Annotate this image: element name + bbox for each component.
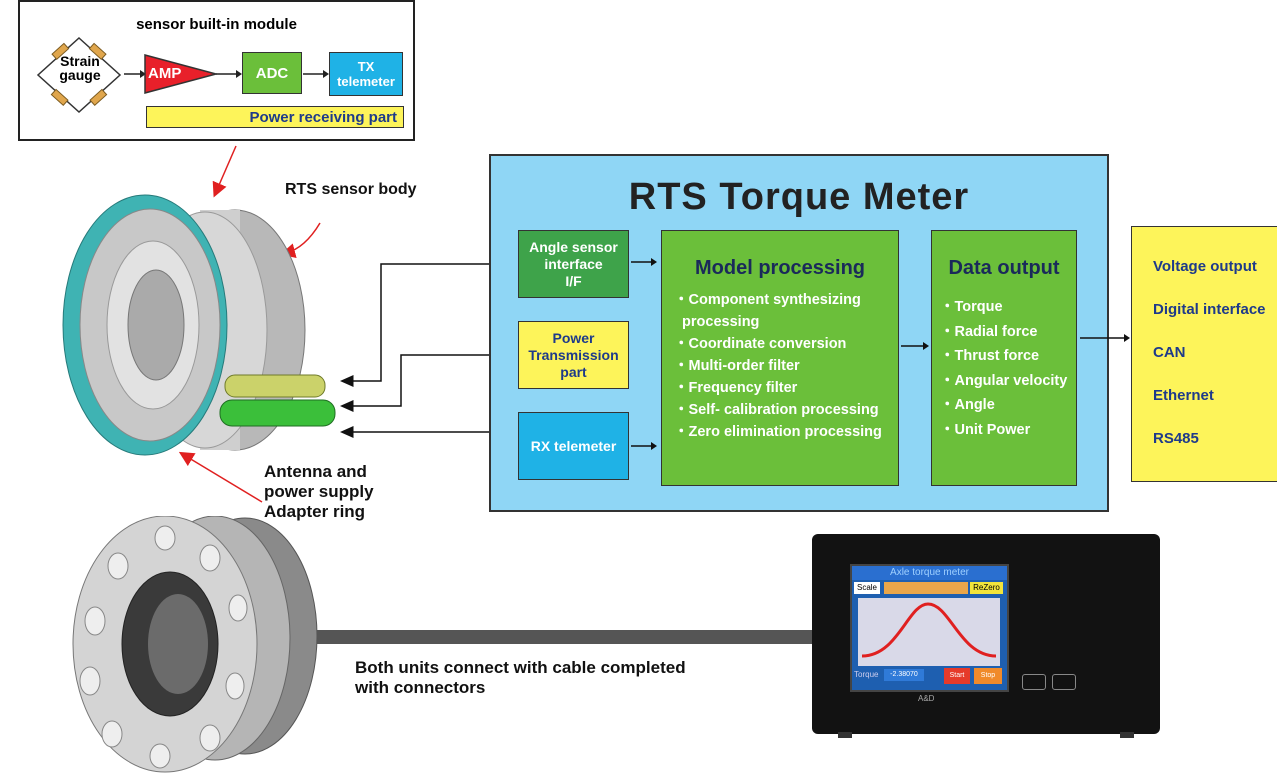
- list-item: ・Coordinate conversion: [674, 336, 847, 352]
- list-item: ・Self- calibration processing: [674, 402, 879, 418]
- tx-telemeter-block: TX telemeter: [329, 52, 403, 96]
- angle-sensor-block: Angle sensor interface I/F: [518, 230, 629, 298]
- screen-title: Axle torque meter: [852, 566, 1007, 580]
- torque-label: Torque: [854, 670, 879, 679]
- brand-logo: A&D: [918, 694, 935, 703]
- output-item: RS485: [1153, 430, 1199, 447]
- amp-label: AMP: [148, 65, 182, 82]
- module-title: sensor built-in module: [136, 16, 297, 33]
- data-output-list: ・Torque ・Radial force ・Thrust force ・Ang…: [940, 295, 1067, 442]
- data-output-title: Data output: [948, 257, 1060, 279]
- sensor-module-box: sensor built-in module Strain gauge AMP …: [18, 0, 415, 141]
- arrow-icon: [216, 70, 242, 78]
- strain-gauge-label: Strain gauge: [59, 53, 101, 83]
- stop-button[interactable]: Stop: [974, 668, 1002, 684]
- output-item: Voltage output: [1153, 258, 1257, 275]
- data-output-block: Data output ・Torque ・Radial force ・Thrus…: [931, 230, 1077, 486]
- arrow-icon: [631, 442, 657, 450]
- list-item: ・Component synthesizing: [674, 292, 861, 308]
- list-item: ・Multi-order filter: [674, 358, 800, 374]
- output-item: Digital interface: [1153, 301, 1266, 318]
- scale-values: [884, 582, 968, 594]
- rts-torque-meter-box: RTS Torque Meter Angle sensor interface …: [489, 154, 1109, 512]
- device-foot: [838, 732, 852, 738]
- antenna-label: Antenna and power supply Adapter ring: [264, 462, 374, 521]
- arrow-icon: [901, 342, 929, 350]
- strain-gauge-bridge: [36, 36, 122, 114]
- rts-torque-meter-title: RTS Torque Meter: [628, 176, 970, 218]
- list-item: ・Unit Power: [940, 421, 1031, 438]
- outputs-box: Voltage output Digital interface CAN Eth…: [1131, 226, 1277, 482]
- device-foot: [1120, 732, 1134, 738]
- rezero-button[interactable]: ReZero: [970, 582, 1003, 594]
- list-item: ・Torque: [940, 299, 1003, 315]
- list-item: ・Zero elimination processing: [674, 424, 882, 440]
- list-item: ・Thrust force: [940, 348, 1040, 364]
- arrow-icon: [631, 258, 657, 266]
- device-button[interactable]: [1052, 674, 1076, 690]
- list-item: ・Radial force: [940, 323, 1038, 340]
- list-item: ・Frequency filter: [674, 380, 798, 396]
- adc-block: ADC: [242, 52, 302, 94]
- output-item: CAN: [1153, 344, 1186, 361]
- device-screen: Axle torque meter Scale ReZero Torque -2…: [850, 564, 1009, 692]
- model-processing-block: Model processing ・Component synthesizing…: [661, 230, 899, 486]
- list-item: processing: [674, 314, 760, 330]
- power-receiving-block: Power receiving part: [146, 106, 404, 128]
- power-transmission-block: Power Transmission part: [518, 321, 629, 389]
- device-button[interactable]: [1022, 674, 1046, 690]
- model-processing-list: ・Component synthesizing processing ・Coor…: [674, 289, 882, 443]
- arrow-icon: [124, 70, 146, 78]
- cable-caption: Both units connect with cable completed …: [355, 658, 686, 697]
- sensor-photo: [72, 516, 318, 773]
- start-button[interactable]: Start: [944, 668, 970, 684]
- list-item: ・Angle: [940, 397, 995, 413]
- rts-sensor-body-label: RTS sensor body: [285, 181, 417, 198]
- screen-chart: [858, 598, 1000, 666]
- amp-triangle: [144, 54, 218, 94]
- torque-value: -2.38070: [884, 669, 924, 681]
- torque-meter-device-photo: Axle torque meter Scale ReZero Torque -2…: [812, 534, 1160, 738]
- scale-button[interactable]: Scale: [854, 582, 880, 594]
- rx-telemeter-block: RX telemeter: [518, 412, 629, 480]
- arrow-icon: [303, 70, 329, 78]
- output-item: Ethernet: [1153, 387, 1214, 404]
- list-item: ・Angular velocity: [940, 372, 1068, 389]
- rts-sensor-body-image: [62, 194, 336, 456]
- arrow-icon: [1080, 334, 1130, 342]
- model-processing-title: Model processing: [694, 257, 866, 279]
